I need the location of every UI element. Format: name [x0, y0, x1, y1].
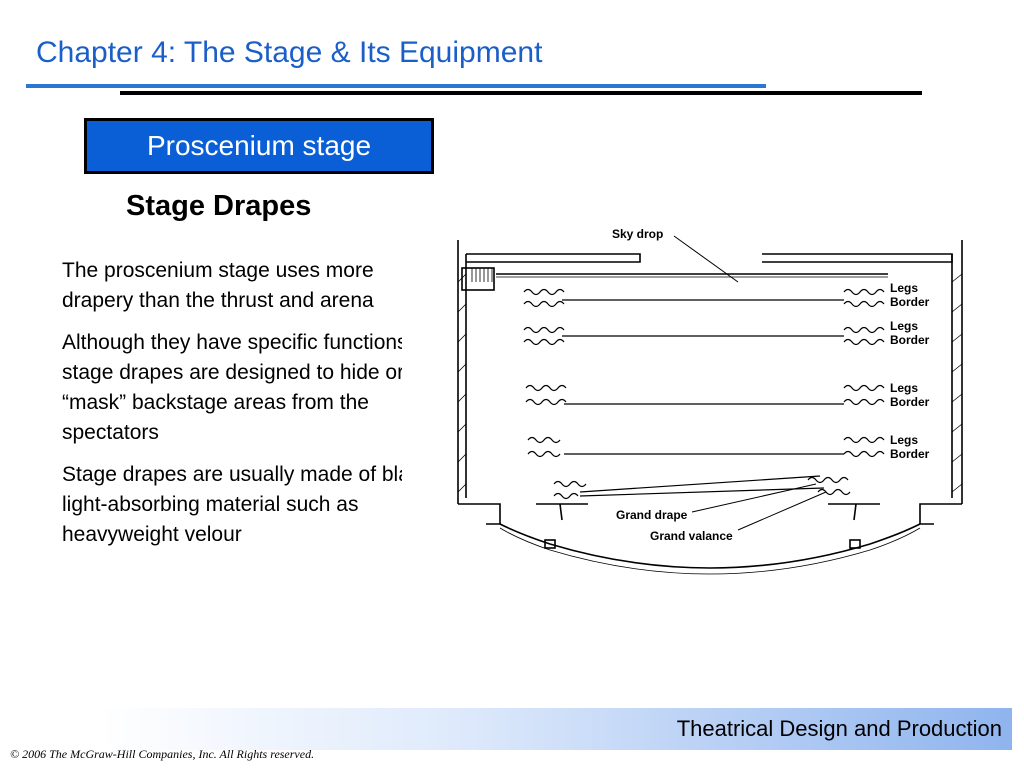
body-text: The proscenium stage uses more drapery t…	[62, 256, 402, 636]
proscenium-right	[919, 503, 962, 525]
grand-valance-leader	[737, 491, 827, 531]
footer-band	[100, 708, 1012, 750]
label-legs-3: Legs	[890, 381, 918, 395]
label-border-3: Border	[890, 395, 930, 409]
label-border-1: Border	[890, 295, 930, 309]
label-legs-4: Legs	[890, 433, 918, 447]
section-label-box: Proscenium stage	[84, 118, 434, 174]
stage-drapes-diagram: Sky drop Legs Border Legs Border Legs Bo…	[457, 227, 963, 575]
label-sky-drop: Sky drop	[612, 227, 663, 241]
back-wall-left	[466, 253, 641, 263]
apron-edge	[499, 523, 921, 569]
grand-drape-leader	[691, 483, 817, 513]
paragraph-3: Stage drapes are usually made of black, …	[62, 463, 402, 546]
section-label: Proscenium stage	[146, 130, 372, 161]
slide-title: Chapter 4: The Stage & Its Equipment	[36, 36, 543, 69]
grand-drape-right	[828, 503, 880, 521]
paragraph-1: The proscenium stage uses more drapery t…	[62, 259, 374, 312]
title-rule-black	[120, 91, 922, 95]
label-grand-drape: Grand drape	[616, 508, 688, 522]
sky-drop-leader	[673, 235, 739, 283]
drape-rows	[523, 288, 885, 500]
grand-drape-left	[536, 503, 588, 521]
label-border-2: Border	[890, 333, 930, 347]
back-wall-right	[762, 253, 953, 263]
proscenium-left	[458, 503, 501, 525]
title-rule-blue	[26, 84, 766, 88]
fly-rail	[461, 267, 495, 291]
label-border-4: Border	[890, 447, 930, 461]
course-title: Theatrical Design and Production	[676, 716, 1002, 741]
label-legs-1: Legs	[890, 281, 918, 295]
subheading: Stage Drapes	[126, 190, 312, 222]
copyright-notice: © 2006 The McGraw-Hill Companies, Inc. A…	[10, 747, 315, 761]
right-wall	[951, 240, 963, 504]
label-grand-valance: Grand valance	[650, 529, 733, 543]
label-legs-2: Legs	[890, 319, 918, 333]
